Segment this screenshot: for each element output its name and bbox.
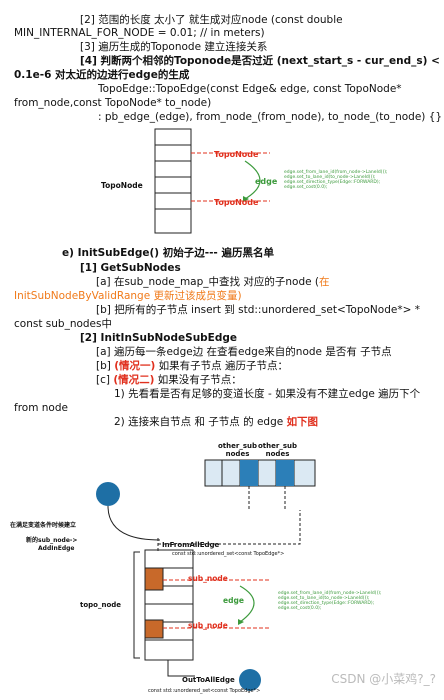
item3-line: [3] 遍历生成的Toponode 建立连接关系: [80, 41, 268, 53]
edge-arrowhead-2: [238, 619, 244, 625]
getsubnodes-title: [1] GetSubNodes: [80, 262, 181, 274]
in-set-type: const std::unordered_set<const TopoEdge*…: [172, 551, 285, 557]
other-sub-nodes-row: [204, 459, 316, 487]
topo-node-stack-2: [144, 549, 194, 661]
out-set-type: const std::unordered_set<const TopoEdge*…: [148, 688, 261, 694]
edge-code-line: edge.set_from_lane_id(from_node->LaneId(…: [284, 170, 388, 175]
cond-label-1: 在满足变道条件时候建立: [10, 522, 77, 529]
topo-node-stack: [154, 128, 192, 234]
topo-edge-diagram: [154, 128, 270, 234]
in-edge-bracket: [157, 510, 301, 552]
topo-node-label: topo_node: [80, 601, 122, 609]
cond-label-3: AddInEdge: [38, 545, 75, 552]
ctor-line1: TopoEdge::TopoEdge(const Edge& edge, con…: [98, 83, 402, 95]
topo-node-top-label: TopoNode: [214, 150, 259, 159]
g1-b-line1: [b] 把所有的子节点 insert 到 std::unordered_set<…: [96, 304, 420, 316]
g1-a-line2: InitSubNodeByValidRange 更新过该成员变量): [14, 290, 242, 302]
g1-a-line1: [a] 在sub_node_map_中查找 对应的子node (在: [96, 276, 330, 288]
g2-a-line: [a] 遍历每一条edge边 在查看edge来自的node 是否有 子节点: [96, 346, 392, 358]
edge-code-line: edge.set_direction_type(Edge::FORWARD);: [284, 180, 381, 185]
stack-dividers: [155, 144, 191, 210]
other-sub-node-cell: [276, 460, 294, 486]
edge-code-line: edge.set_cost(0.0);: [284, 185, 328, 190]
from-node-circle: [96, 482, 120, 506]
edge-code-line: edge.set_from_lane_id(from_node->LaneId(…: [278, 591, 382, 596]
sub-node-top-label: sub_node: [188, 574, 228, 583]
edge-code-line: edge.set_to_lane_id(to_node->LaneId());: [284, 175, 376, 180]
item2-line1: [2] 范围的长度 太小了 就生成对应node (const double: [80, 14, 343, 26]
sub-node-bottom-label: sub_node: [188, 621, 228, 630]
edge-code-box-2: edge.set_from_lane_id(from_node->LaneId(…: [278, 591, 381, 611]
item2-line2: MIN_INTERNAL_FOR_NODE = 0.01; // in mete…: [14, 27, 265, 39]
g2-c1-line2: from node: [14, 402, 68, 414]
g2-c2-line: 2) 连接来自节点 和 子节点 的 edge 如下图: [114, 416, 319, 428]
other-sub-nodes-label: other_sub nodes: [258, 442, 297, 458]
edge-curve-2: [239, 585, 255, 623]
from-node-link: [107, 505, 161, 541]
subnode-diagram: [96, 459, 316, 691]
other-sub-node-cell: [240, 460, 258, 486]
sub-node-bottom-box: [144, 619, 164, 639]
item4-line2: 0.1e-6 对太近的边进行edge的生成: [14, 69, 190, 81]
g1-b-line2: const sub_nodes中: [14, 318, 112, 330]
other-sub-nodes-label: other_sub nodes: [218, 442, 257, 458]
g2-b-line: [b] (情况一) 如果有子节点 遍历子节点：: [96, 360, 288, 372]
watermark: CSDN @小菜鸡?_?: [331, 672, 436, 686]
section-e-heading: e) InitSubEdge() 初始子边--- 遍历黑名单: [62, 247, 274, 259]
topo-node-bottom-label: TopoNode: [214, 198, 259, 207]
edge-curve: [244, 160, 261, 200]
out-to-all-edge-label: OutToAllEdge: [182, 676, 235, 684]
g2-c1-line1: 1) 先看看是否有足够的变道长度 - 如果没有不建立edge 遍历下个: [114, 388, 421, 400]
edge-arrowhead: [243, 196, 249, 202]
in-from-all-edge-label: InFromAllEdge: [162, 541, 220, 549]
edge-code-box: edge.set_from_lane_id(from_node->LaneId(…: [284, 170, 387, 190]
to-node-circle: [239, 669, 261, 691]
edge-code-line: edge.set_to_lane_id(to_node->LaneId());: [278, 596, 370, 601]
edge-label: edge: [255, 177, 278, 186]
edge-label-2: edge: [223, 596, 244, 605]
ctor-line3: : pb_edge_(edge), from_node_(from_node),…: [98, 111, 443, 123]
edge-code-line: edge.set_cost(0.0);: [278, 606, 322, 611]
edge-code-line: edge.set_direction_type(Edge::FORWARD);: [278, 601, 375, 606]
topo-node-bracket: [133, 551, 140, 659]
out-edge-link: [167, 660, 195, 677]
item4-line1: [4] 判断两个相邻的Toponode是否过近 (next_start_s - …: [80, 55, 440, 67]
cond-label-2: 新的sub_node->: [26, 537, 78, 544]
initin-title: [2] InitInSubNodeSubEdge: [80, 332, 238, 344]
topo-node-left-label: TopoNode: [101, 181, 143, 190]
ctor-line2: from_node,const TopoNode* to_node): [14, 97, 212, 109]
sub-node-top-box: [144, 567, 164, 591]
g2-c-line: [c] (情况二) 如果没有子节点：: [96, 374, 242, 386]
